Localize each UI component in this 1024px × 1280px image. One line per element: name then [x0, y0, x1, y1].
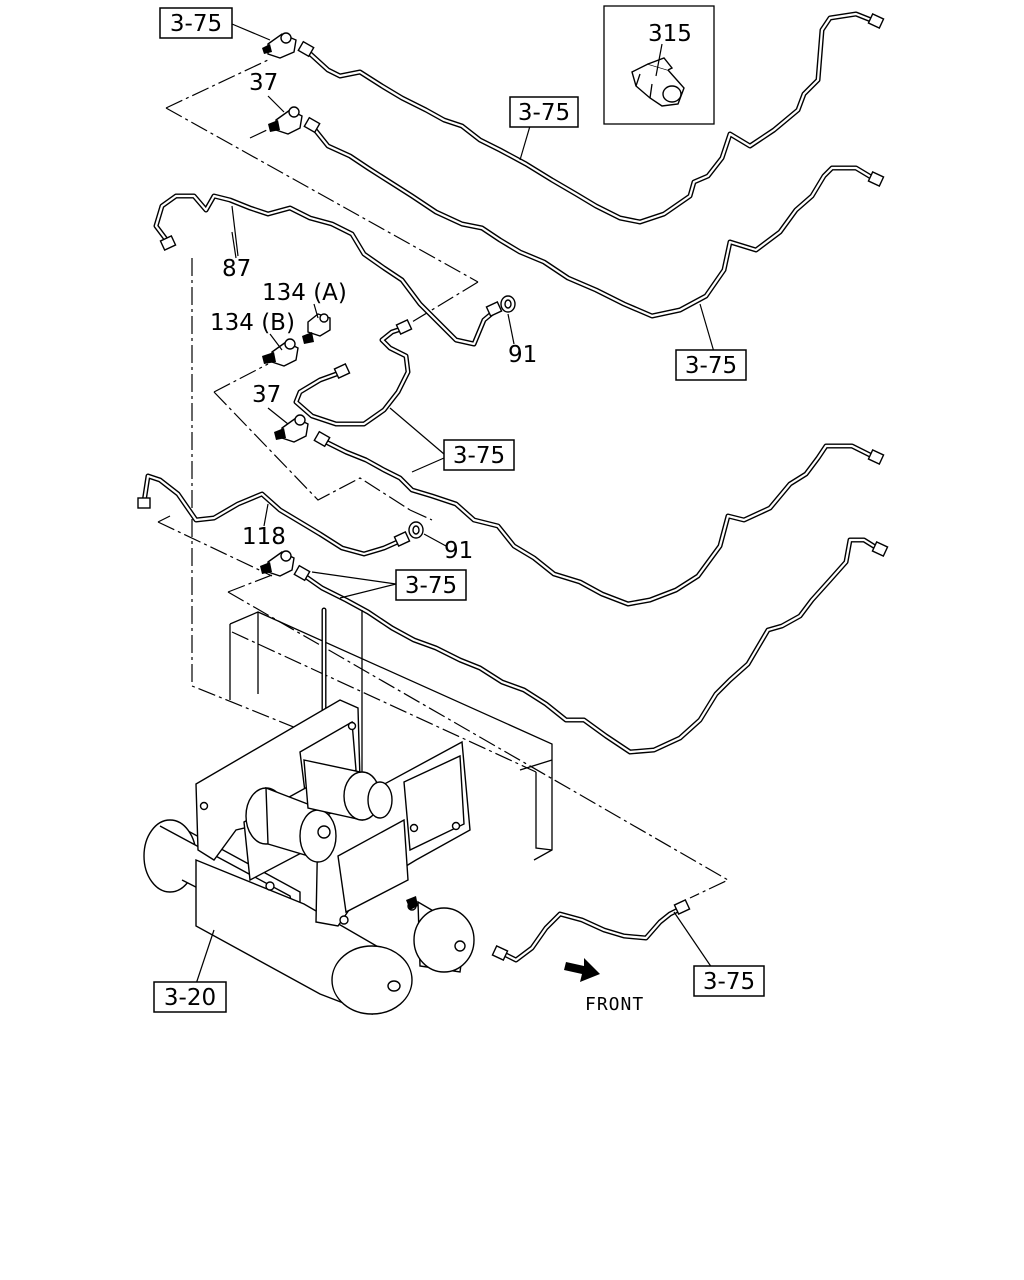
ref-label: 3-75 — [703, 969, 755, 995]
air-pipes — [141, 11, 883, 963]
label-37-lower: 37 — [252, 382, 281, 408]
air-tank-assembly — [143, 699, 475, 1015]
label-87: 87 — [222, 256, 251, 282]
pipe-center-loop — [293, 325, 411, 427]
ref-box-top-left[interactable]: 3-75 — [159, 7, 233, 39]
pipe-lower-right — [299, 537, 883, 755]
pipe-upper-right-1 — [303, 11, 879, 225]
ref-label: 3-75 — [170, 11, 222, 37]
nut-91-upper-icon — [500, 295, 516, 313]
label-91-upper: 91 — [508, 342, 537, 368]
pipe-87 — [153, 193, 499, 347]
label-91-lower: 91 — [444, 538, 473, 564]
fitting-lower-left-icon — [260, 550, 295, 577]
fitting-37-lower-icon — [274, 414, 309, 443]
ref-label: 3-75 — [405, 573, 457, 599]
label-37-upper: 37 — [249, 70, 278, 96]
nut-91-lower-icon — [408, 521, 424, 539]
pipe-upper-right-2 — [309, 123, 879, 319]
ref-label: 3-75 — [685, 353, 737, 379]
dashed-outlines — [157, 59, 730, 899]
front-arrow-icon — [564, 958, 600, 982]
ref-label: 3-20 — [164, 985, 216, 1011]
ref-box-mid-top[interactable]: 3-75 — [509, 96, 579, 128]
ref-label: 3-75 — [518, 100, 570, 126]
ref-label: 3-75 — [453, 443, 505, 469]
label-134b: 134 (B) — [210, 310, 295, 336]
fitting-top-left — [262, 32, 297, 59]
pipe-middle-right — [319, 437, 879, 607]
pipe-118 — [141, 473, 405, 557]
label-134a: 134 (A) — [262, 280, 347, 306]
fitting-37-upper-icon — [268, 106, 303, 135]
leader-lines — [195, 23, 715, 985]
ref-box-tank[interactable]: 3-20 — [153, 981, 227, 1013]
front-label: FRONT — [585, 994, 644, 1015]
ref-box-right-upper[interactable]: 3-75 — [675, 349, 747, 381]
ref-box-lower[interactable]: 3-75 — [395, 569, 467, 601]
clip-315-icon — [631, 57, 685, 107]
fitting-134b-icon — [262, 338, 299, 367]
inset-clip-315: 315 — [603, 5, 715, 125]
pipe-end-fittings — [137, 13, 889, 961]
label-315: 315 — [648, 21, 692, 47]
ref-box-bottom-right[interactable]: 3-75 — [693, 965, 765, 997]
frame-rail — [229, 611, 553, 861]
fitting-134a-icon — [302, 313, 331, 344]
label-118: 118 — [242, 524, 286, 550]
ref-box-center[interactable]: 3-75 — [443, 439, 515, 471]
pipe-bottom — [497, 905, 685, 963]
